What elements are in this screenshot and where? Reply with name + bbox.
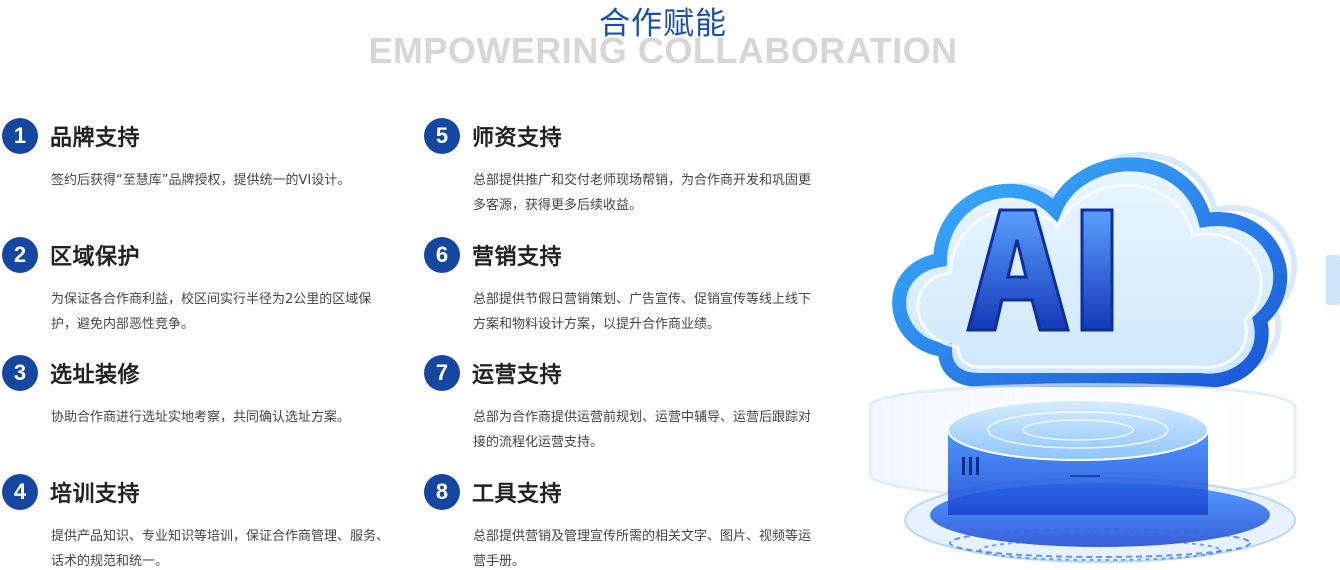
number-badge: 2 — [2, 237, 38, 273]
feature-item-operations: 7 运营支持 总部为合作商提供运营前规划、运营中辅导、运营后跟踪对接的流程化运营… — [424, 353, 811, 455]
number-badge: 4 — [2, 474, 38, 510]
number-badge: 7 — [424, 355, 460, 391]
feature-item-region: 2 区域保护 为保证各合作商利益，校区间实行半径为2公里的区域保护，避免内部恶性… — [2, 235, 371, 337]
feature-item-site: 3 选址装修 协助合作商进行选址实地考察，共同确认选址方案。 — [2, 353, 352, 430]
feature-desc: 签约后获得“至慧库”品牌授权，提供统一的VI设计。 — [51, 173, 351, 188]
feature-item-marketing: 6 营销支持 总部提供节假日营销策划、广告宣传、促销宣传等线上线下方案和物料设计… — [424, 235, 811, 337]
feature-item-training: 4 培训支持 提供产品知识、专业知识等培训，保证合作商管理、服务、话术的规范和统… — [2, 472, 389, 570]
feature-item-teachers: 5 师资支持 总部提供推广和交付老师现场帮销，为合作商开发和巩固更多客源，获得更… — [424, 116, 811, 218]
feature-title: 运营支持 — [472, 363, 563, 388]
number-badge: 8 — [424, 474, 460, 510]
feature-item-brand: 1 品牌支持 签约后获得“至慧库”品牌授权，提供统一的VI设计。 — [2, 116, 352, 193]
feature-desc: 总部提供推广和交付老师现场帮销，为合作商开发和巩固更多客源，获得更多后续收益。 — [473, 173, 812, 213]
feature-desc: 总部提供营销及管理宣传所需的相关文字、图片、视频等运营手册。 — [473, 529, 812, 569]
feature-title: 选址装修 — [50, 363, 141, 388]
feature-title: 工具支持 — [472, 482, 563, 507]
feature-desc: 总部提供节假日营销策划、广告宣传、促销宣传等线上线下方案和物料设计方案，以提升合… — [473, 292, 812, 332]
feature-desc: 协助合作商进行选址实地考察，共同确认选址方案。 — [51, 410, 351, 425]
number-badge: 1 — [2, 118, 38, 154]
feature-desc: 总部为合作商提供运营前规划、运营中辅导、运营后跟踪对接的流程化运营支持。 — [473, 410, 812, 450]
feature-title: 培训支持 — [50, 482, 141, 507]
number-badge: 3 — [2, 355, 38, 391]
feature-title: 营销支持 — [472, 245, 563, 270]
number-badge: 6 — [424, 237, 460, 273]
feature-title: 区域保护 — [50, 245, 141, 270]
ai-cloud-icon — [868, 152, 1340, 563]
number-badge: 5 — [424, 118, 460, 154]
feature-title: 品牌支持 — [50, 126, 141, 151]
feature-item-tools: 8 工具支持 总部提供营销及管理宣传所需的相关文字、图片、视频等运营手册。 — [424, 472, 811, 570]
feature-desc: 为保证各合作商利益，校区间实行半径为2公里的区域保护，避免内部恶性竞争。 — [51, 292, 372, 332]
page-subtitle: EMPOWERING COLLABORATION — [368, 30, 958, 71]
page-title: 合作赋能 — [599, 6, 727, 42]
feature-title: 师资支持 — [472, 126, 563, 151]
feature-desc: 提供产品知识、专业知识等培训，保证合作商管理、服务、话术的规范和统一。 — [51, 529, 390, 569]
